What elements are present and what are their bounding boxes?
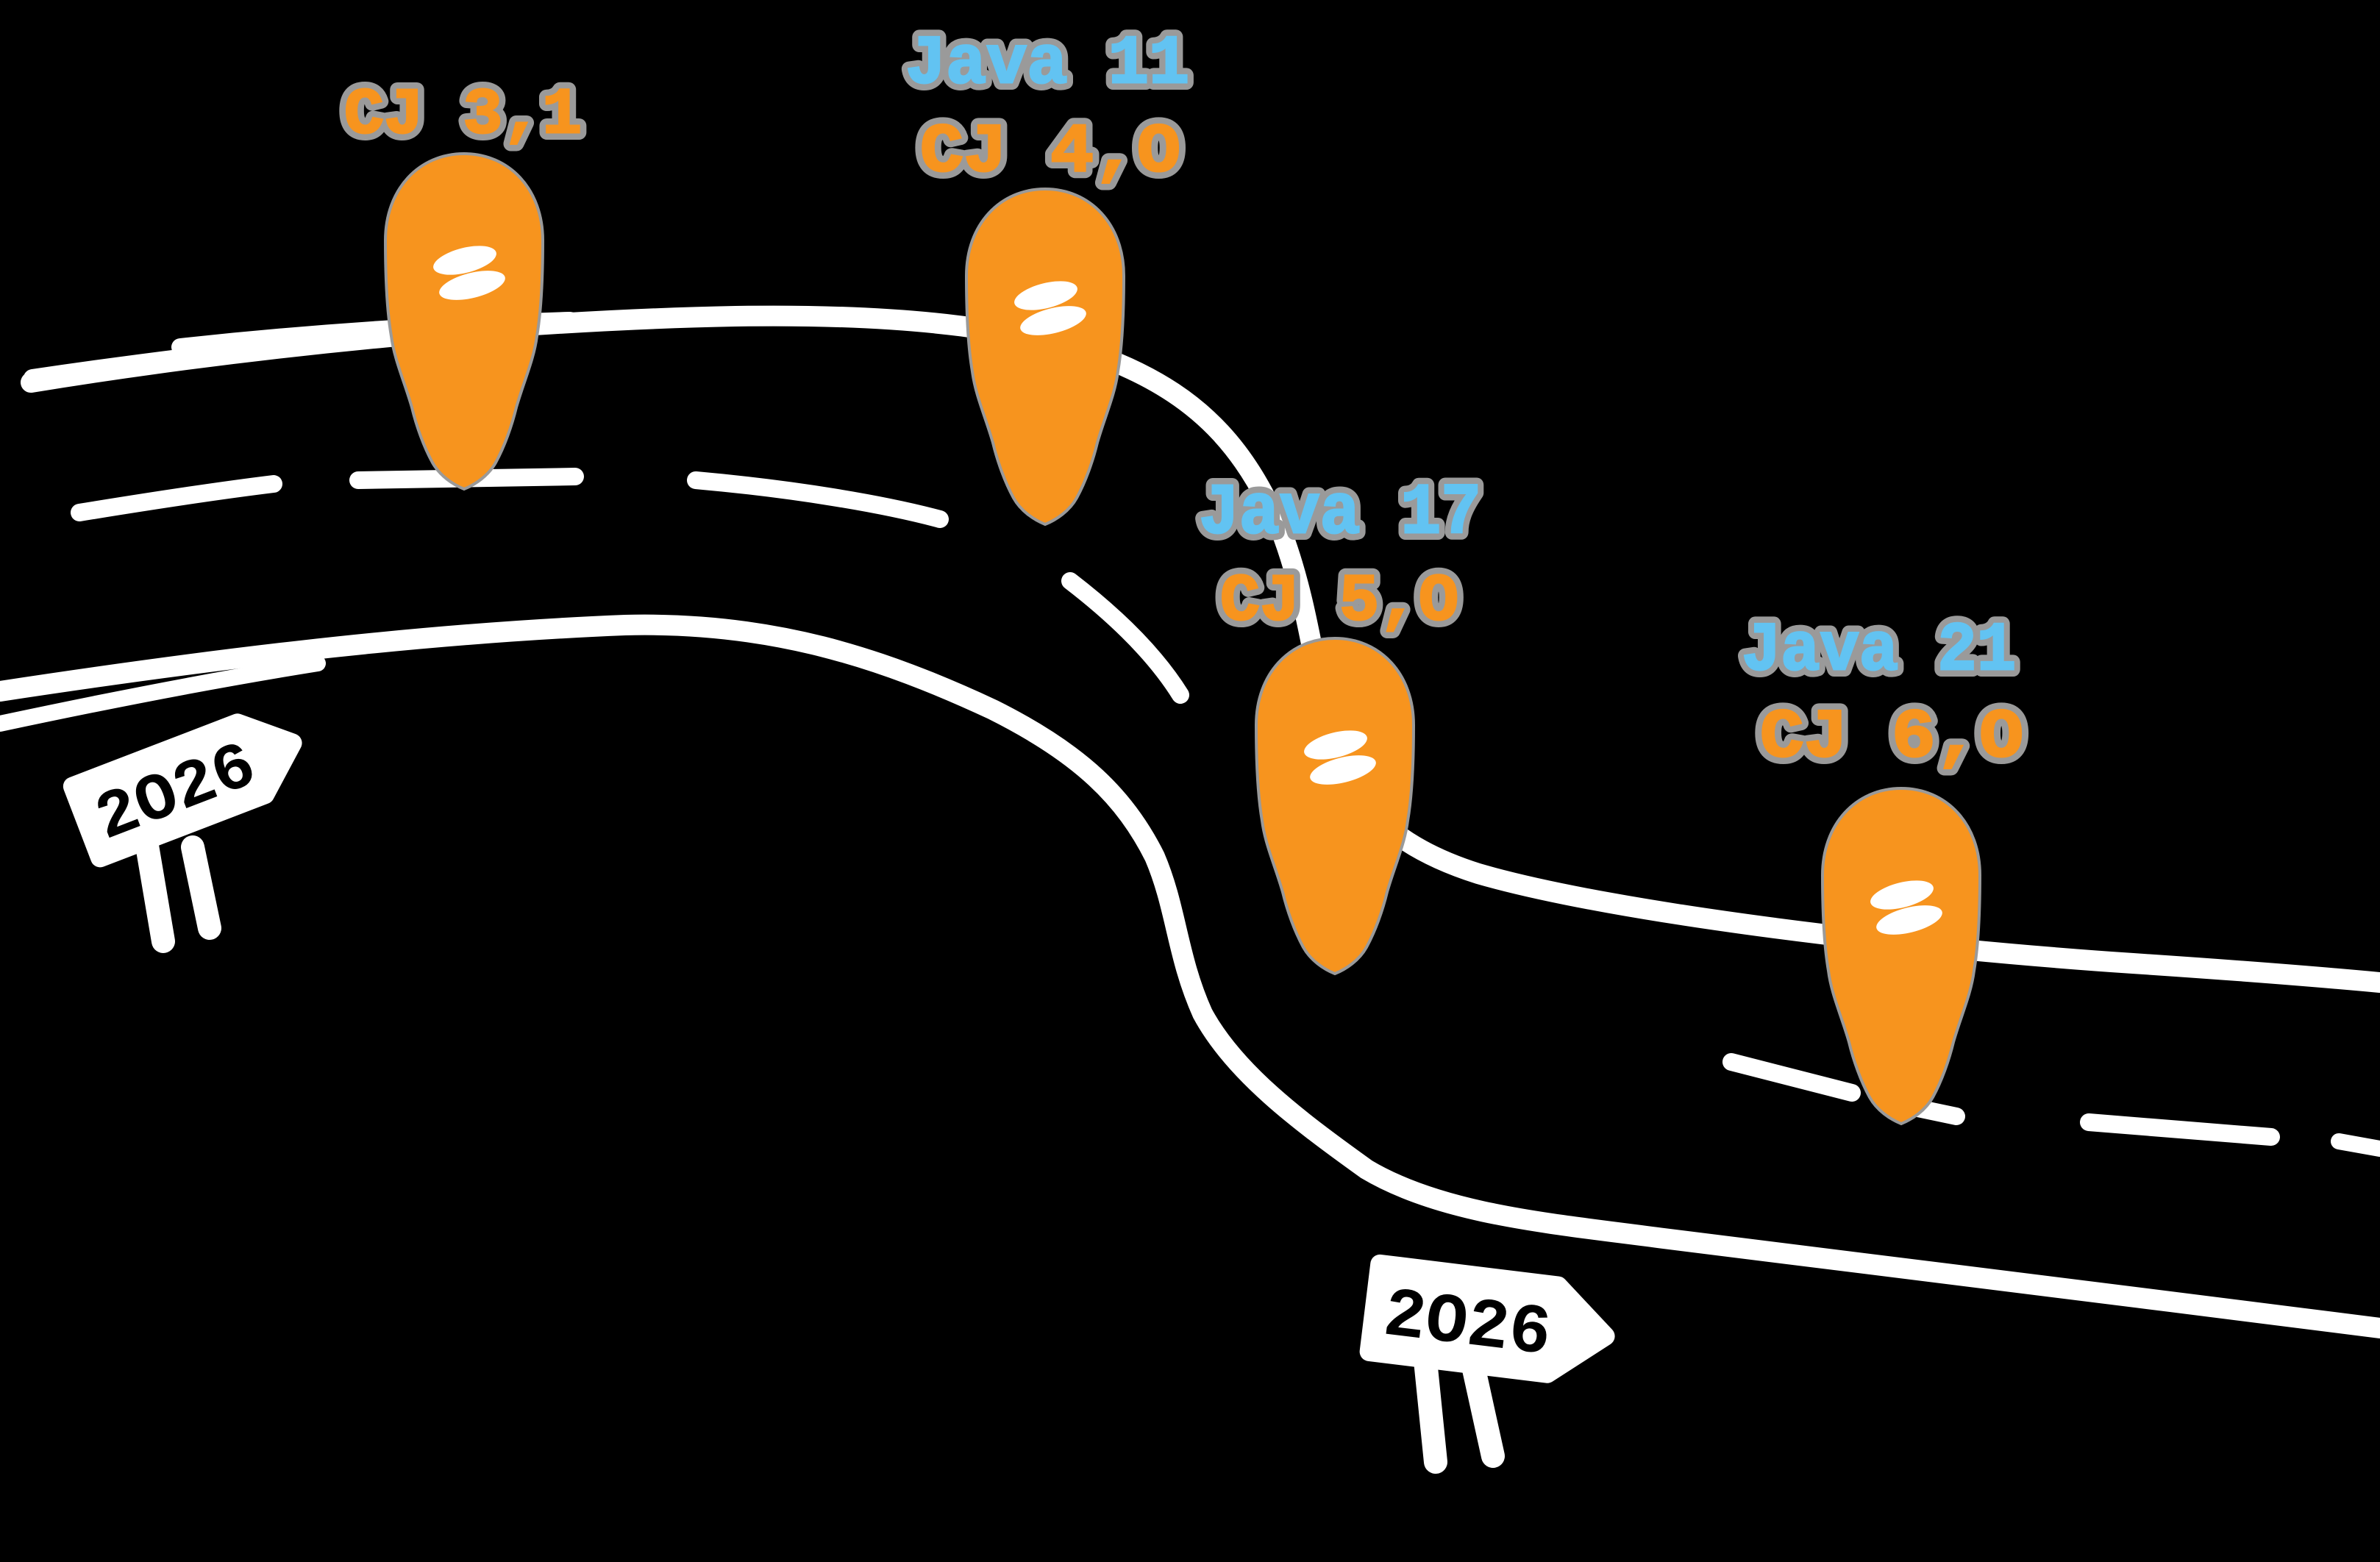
svg-text:CJ 6,O: CJ 6,O (1760, 699, 2023, 777)
svg-text:CJ 4,O: CJ 4,O (920, 114, 1180, 192)
svg-text:Java 11: Java 11 (905, 26, 1189, 104)
svg-text:Java 21: Java 21 (1742, 613, 2016, 691)
svg-text:CJ 3,1: CJ 3,1 (344, 79, 582, 152)
svg-text:Java 17: Java 17 (1199, 474, 1481, 554)
svg-text:CJ 5,O: CJ 5,O (1220, 565, 1458, 640)
svg-text:CJ 5,O: CJ 5,O (1220, 565, 1458, 640)
svg-text:Java 21: Java 21 (1742, 613, 2016, 691)
svg-text:CJ 3,1: CJ 3,1 (344, 79, 582, 152)
svg-text:CJ 4,O: CJ 4,O (920, 114, 1180, 192)
svg-text:CJ 6,O: CJ 6,O (1760, 699, 2023, 777)
svg-text:Java 11: Java 11 (905, 26, 1189, 104)
svg-text:Java 17: Java 17 (1199, 474, 1481, 554)
